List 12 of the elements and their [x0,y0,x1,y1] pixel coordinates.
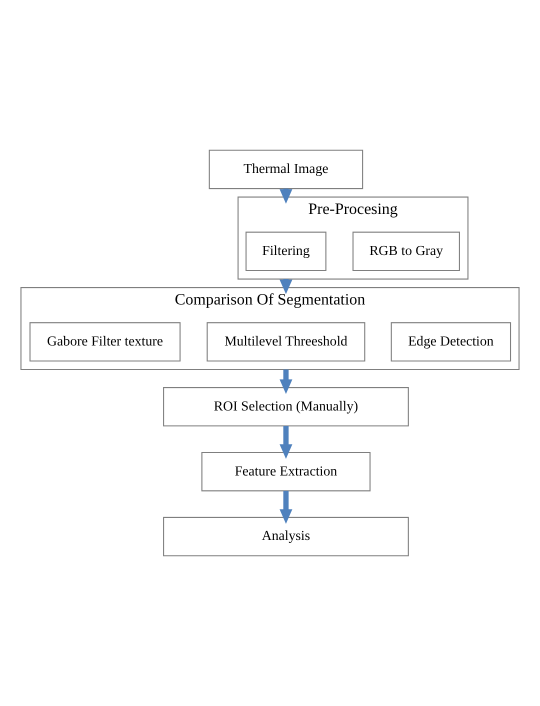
node-box: Feature Extraction [201,452,371,492]
node-box: Edge Detection [390,322,512,362]
arrow [280,490,292,524]
node-box: Multilevel Threeshold [206,322,366,362]
arrow [280,426,292,459]
node-box: Filtering [246,232,326,272]
arrow [280,370,292,394]
node-box: Gabore Filter texture [29,322,181,362]
node-box: Analysis [163,516,409,556]
node-box: ROI Selection (Manually) [163,387,409,426]
node-box: RGB to Gray [352,232,460,272]
node-box: Thermal Image [208,150,364,190]
